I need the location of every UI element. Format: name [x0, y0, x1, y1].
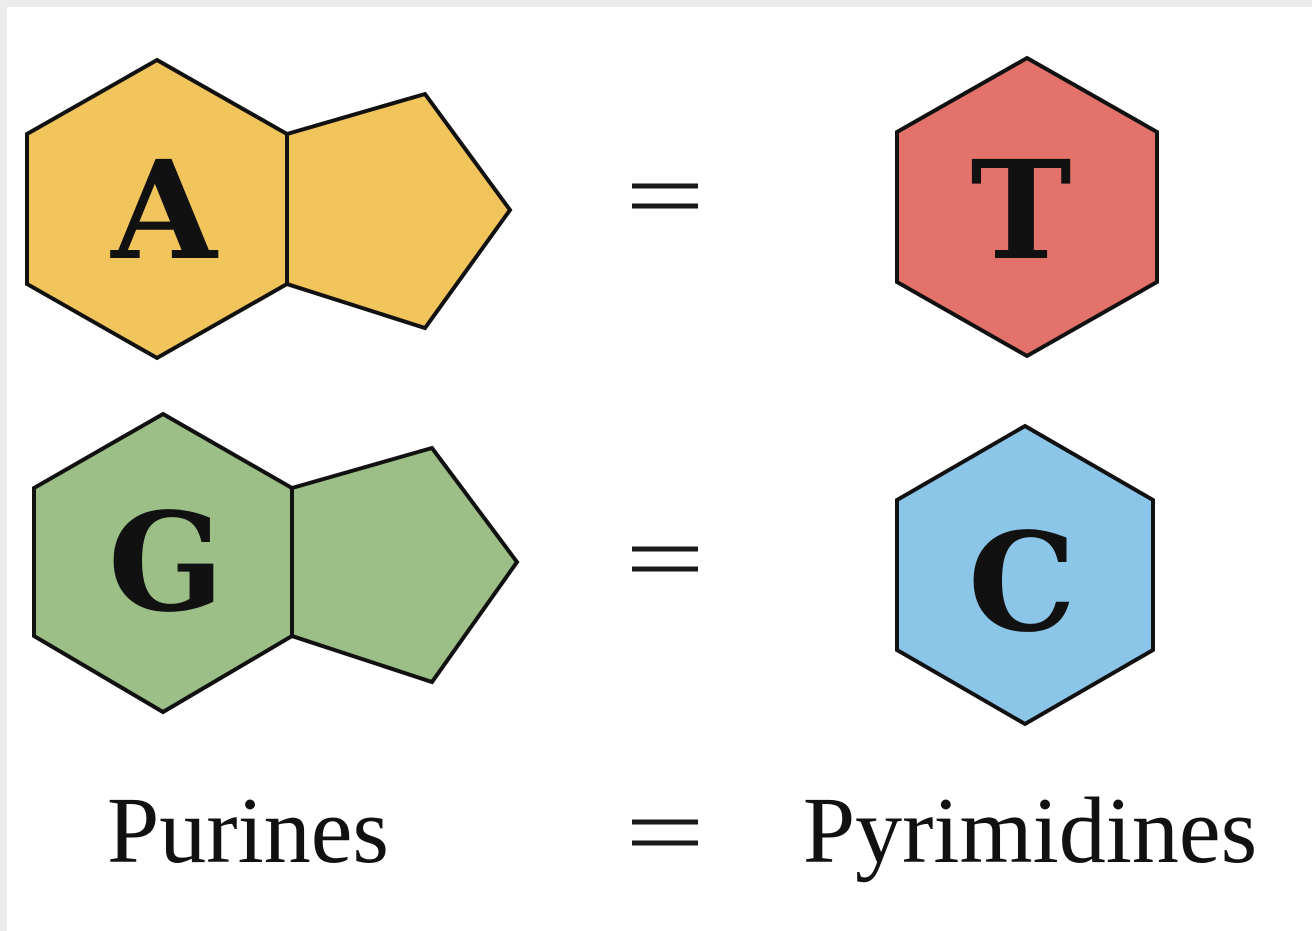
thymine-hexagon-ring	[895, 55, 1159, 359]
cytosine-label: C	[968, 503, 1076, 663]
guanine-pentagon-ring	[290, 445, 520, 685]
equals-sign-row-1	[632, 183, 698, 209]
purines-caption: Purines	[107, 779, 389, 883]
cytosine-pyrimidine-shape: C	[895, 423, 1155, 727]
equals-sign-row-2	[632, 546, 698, 572]
guanine-label: G	[108, 483, 224, 643]
pyrimidines-caption: Pyrimidines	[803, 779, 1257, 883]
cytosine-hexagon-ring	[895, 423, 1155, 727]
adenine-label: A	[109, 131, 219, 291]
thymine-label: T	[970, 131, 1071, 291]
guanine-purine-shape: G	[32, 411, 520, 715]
equals-sign-caption	[632, 819, 698, 846]
adenine-pentagon-ring	[285, 91, 513, 331]
adenine-purine-shape: A	[25, 57, 513, 361]
thymine-pyrimidine-shape: T	[895, 55, 1159, 359]
